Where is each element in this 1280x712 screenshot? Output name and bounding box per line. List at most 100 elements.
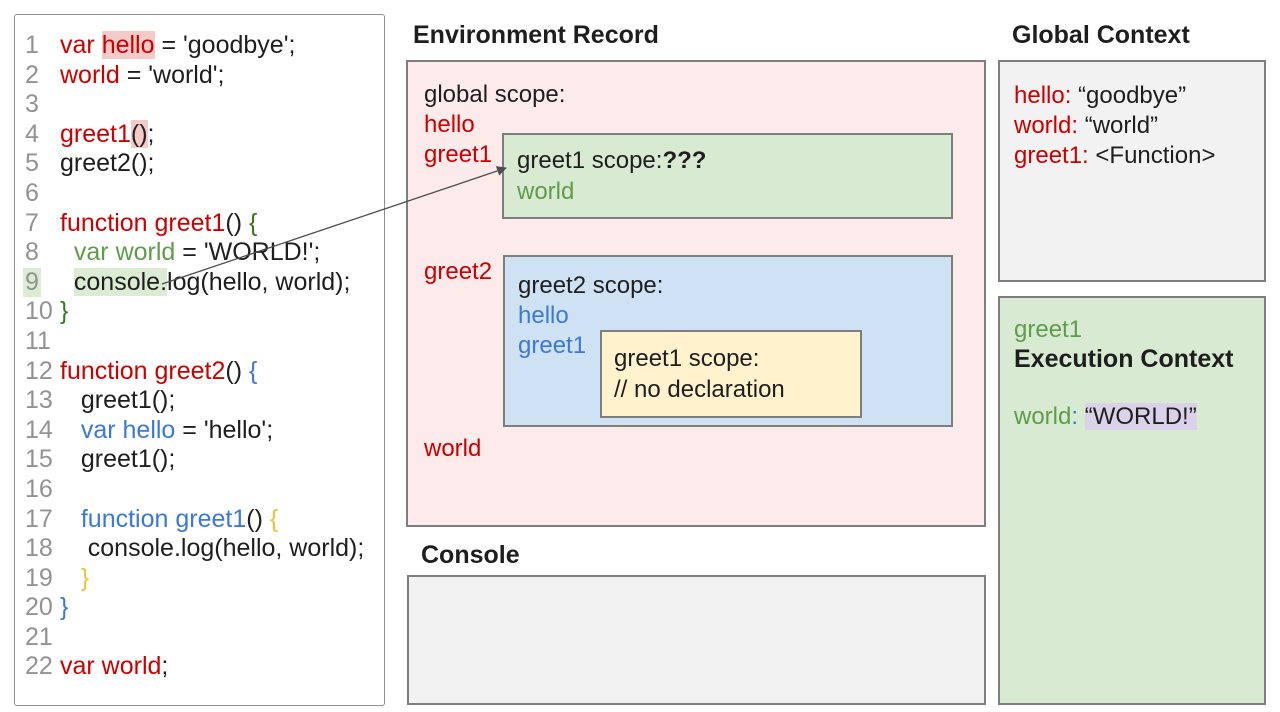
text-segment: var [60,31,102,59]
text-segment [1078,403,1085,430]
text-segment: “world” [1078,112,1159,139]
text-segment: “goodbye” [1071,82,1187,109]
text-segment: var world [73,238,176,267]
global-scope-label: global scope: [424,81,565,109]
greet2-scope-var-hello: hello [518,302,569,330]
text-segment: } [60,593,69,622]
line-number-text: 5 [25,149,39,178]
code-line: 9 console.log(hello, world); [15,267,384,298]
text-segment: log(hello, world); [167,267,351,296]
line-number: 22 [15,652,60,682]
code-text: var hello = 'hello'; [60,416,273,446]
line-number-text: 21 [25,622,53,651]
line-number-text: 6 [25,178,39,207]
line-number: 10 [15,297,60,327]
global-context-row-hello: hello: “goodbye” [1014,82,1186,110]
text-segment: greet2(); [60,149,155,178]
line-number: 3 [15,90,60,120]
text-segment: function greet1 [80,504,247,533]
line-number-text: 1 [25,31,39,59]
text-segment: greet1 [1014,316,1083,343]
text-segment: console.log(hello, world); [60,534,365,563]
line-number-text: 12 [25,356,53,385]
line-number-text: 19 [25,563,53,592]
text-segment: = 'world'; [119,60,225,89]
line-number-text: 2 [25,60,39,89]
line-number-text: 18 [25,534,53,563]
text-segment: greet1: [1014,142,1089,169]
console-output-box [407,575,986,705]
line-number: 20 [15,593,60,623]
global-context-row-greet1: greet1: <Function> [1014,142,1215,170]
line-number-text: 22 [25,652,53,681]
line-number-text: 7 [25,208,39,237]
code-line: 20} [15,593,384,623]
text-segment [60,416,81,444]
code-text: greet1(); [60,386,176,416]
inner-greet1-scope-box: greet1 scope: // no declaration [600,330,862,418]
line-number: 9 [15,267,60,298]
text-segment: greet1 [60,119,131,148]
line-number: 2 [15,61,60,91]
code-text: } [60,564,89,594]
text-segment: hello [518,302,569,329]
text-segment: greet2 [424,258,493,285]
text-segment: ??? [662,147,707,174]
text-segment [60,505,81,533]
global-context-row-world: world: “world” [1014,112,1158,140]
line-number: 15 [15,445,60,475]
text-segment: () [225,208,250,237]
text-segment: greet1(); [60,386,176,415]
greet1-scope-label: greet1 scope:??? [517,147,706,175]
global-scope-var-hello: hello [424,111,475,139]
code-text: var world; [60,652,168,682]
text-segment: Execution Context [1014,345,1234,373]
code-line: 10} [15,297,384,327]
line-number-text: 15 [25,445,53,474]
text-segment: { [269,504,279,533]
text-segment: greet2 scope: [518,272,664,299]
code-text: } [60,593,68,623]
line-number: 16 [15,475,60,505]
text-segment: greet1 [518,332,587,359]
line-number-text: 3 [25,90,39,119]
line-number: 12 [15,357,60,387]
execution-context-var-world: world: “WORLD!” [1014,403,1197,431]
line-number: 19 [15,564,60,594]
global-scope-var-greet2: greet2 [424,258,492,286]
greet1-scope-box: greet1 scope:??? world [502,133,953,219]
greet2-scope-var-greet1: greet1 [518,332,586,360]
text-segment: hello [101,31,155,59]
environment-record-title: Environment Record [413,21,659,49]
text-segment: () [130,119,148,148]
code-line: 14 var hello = 'hello'; [15,416,384,446]
text-segment: greet1 scope: [517,147,663,174]
code-line: 11 [15,327,384,357]
code-text: console.log(hello, world); [60,534,365,564]
line-number-text: 13 [25,386,53,415]
line-number-text: 14 [25,415,53,444]
text-segment: () [225,356,250,385]
code-text: var hello = 'goodbye'; [60,31,295,61]
line-number-text: 20 [25,593,53,622]
code-text: } [60,297,68,327]
execution-context-box: greet1 Execution Context world: “WORLD!” [998,296,1266,705]
code-line: 3 [15,90,384,120]
text-segment: // no declaration [614,376,785,403]
greet2-scope-label: greet2 scope: [518,272,663,300]
greet1-scope-var-world: world [517,178,574,206]
code-text: var world = 'WORLD!'; [60,238,320,268]
global-scope-var-world: world [424,435,481,463]
inner-greet1-scope-comment: // no declaration [614,376,785,404]
line-number: 14 [15,416,60,446]
text-segment: } [60,563,90,592]
code-text: function greet1() { [60,209,257,239]
text-segment: = 'hello'; [175,415,274,444]
text-segment: greet1(); [60,445,176,474]
global-scope-box: global scope: hello greet1 greet2 world … [406,60,986,527]
